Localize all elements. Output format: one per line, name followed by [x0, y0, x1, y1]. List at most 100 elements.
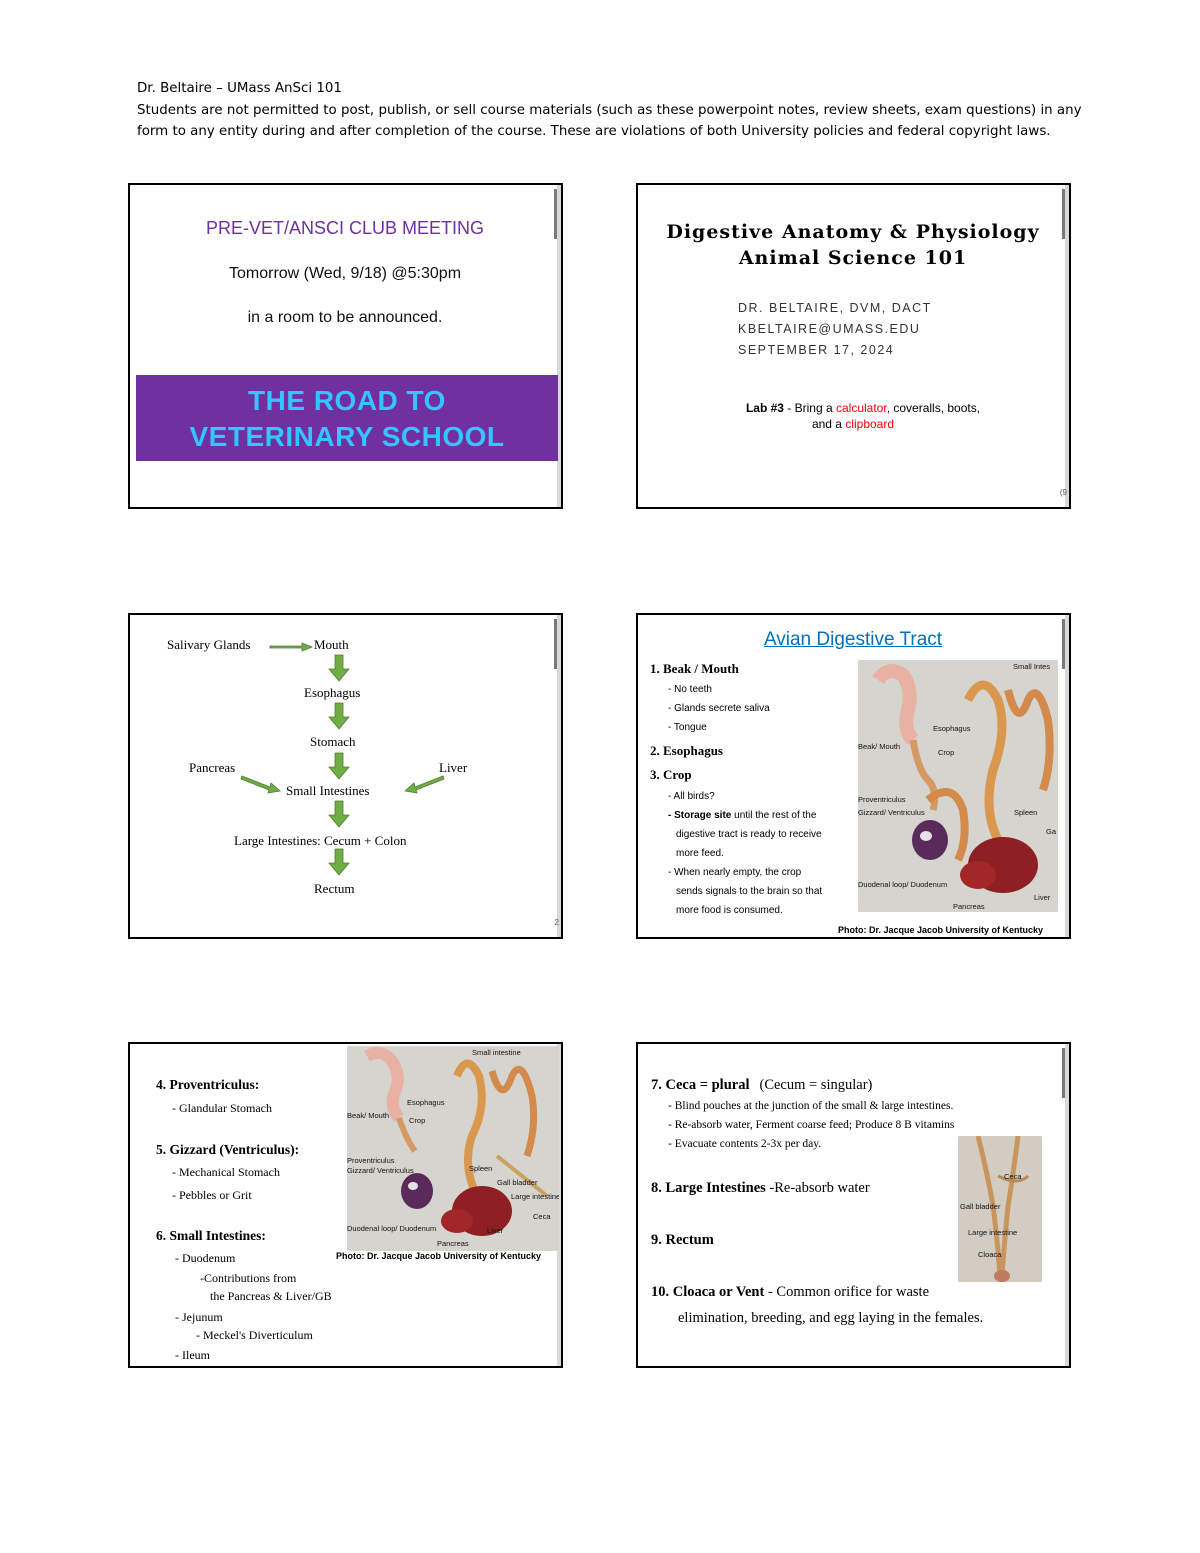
label-proventriculus-2: Proventriculus	[347, 1156, 395, 1165]
label-gall: Ga	[1046, 827, 1057, 836]
gizzard-bullet-1: - Mechanical Stomach	[172, 1165, 280, 1179]
slide-digestive-flow: Salivary Glands Mouth Esophagus Stomach …	[128, 613, 563, 939]
label-gall-bladder-3: Gall bladder	[960, 1202, 1001, 1211]
banner-line-1: THE ROAD TO	[248, 385, 446, 416]
heading-crop: 3. Crop	[650, 767, 692, 782]
slide-edge	[557, 1044, 561, 1366]
label-large-intestine-2: Large intestine	[511, 1192, 559, 1201]
heading-gizzard: 5. Gizzard (Ventriculus):	[156, 1142, 300, 1157]
node-small-intestines: Small Intestines	[286, 783, 370, 798]
slide-edge-marker	[554, 189, 557, 239]
avian-tract-illustration-2	[347, 1046, 559, 1251]
lab-calculator: calculator	[835, 401, 887, 415]
crop-bullet-3c: more food is consumed.	[676, 905, 783, 916]
provent-bullet: - Glandular Stomach	[172, 1101, 272, 1115]
label-spleen: Spleen	[1014, 808, 1038, 817]
node-mouth: Mouth	[314, 637, 349, 652]
label-duodenal-2: Duodenal loop/ Duodenum	[347, 1224, 437, 1233]
label-ceca-3: Ceca	[1004, 1172, 1022, 1181]
copyright-notice: Students are not permitted to post, publ…	[137, 102, 1082, 140]
beak-bullet-3: - Tongue	[668, 722, 707, 733]
avian-tract-illustration	[858, 660, 1058, 912]
lab-number: Lab #3	[745, 401, 784, 415]
arrow-mouth-esophagus	[328, 654, 350, 682]
label-pancreas-2: Pancreas	[437, 1239, 469, 1248]
beak-bullet-2: - Glands secrete saliva	[668, 703, 770, 714]
ceca-bullet-2: - Re-absorb water, Ferment coarse feed; …	[668, 1119, 955, 1131]
si-contributions: -Contributions from	[200, 1271, 297, 1285]
label-small-intestine-2: Small intestine	[472, 1048, 521, 1057]
label-gall-bladder-2: Gall bladder	[497, 1178, 538, 1187]
lecture-title-line-1: Digestive Anatomy & Physiology	[666, 221, 1040, 243]
slide-edge	[557, 615, 561, 937]
photo-credit: Photo: Dr. Jacque Jacob University of Ke…	[838, 925, 1044, 935]
label-esophagus-2: Esophagus	[407, 1098, 445, 1107]
crop-bullet-2b: digestive tract is ready to receive	[676, 829, 822, 840]
heading-ceca: 7. Ceca = plural(Cecum = singular)	[651, 1077, 872, 1094]
slide-ceca-cloaca: 7. Ceca = plural(Cecum = singular) - Bli…	[636, 1042, 1071, 1368]
arrow-esophagus-stomach	[328, 702, 350, 730]
label-spleen-2: Spleen	[469, 1164, 493, 1173]
slide-edge-marker	[1062, 619, 1065, 669]
photo-credit-2: Photo: Dr. Jacque Jacob University of Ke…	[336, 1251, 542, 1261]
node-liver: Liver	[439, 760, 468, 775]
heading-esophagus: 2. Esophagus	[650, 743, 723, 758]
avian-title: Avian Digestive Tract	[763, 629, 943, 650]
si-meckels: - Meckel's Diverticulum	[196, 1328, 313, 1342]
node-large-intestines: Large Intestines: Cecum + Colon	[234, 833, 407, 848]
crop-storage-rest: until the rest of the	[731, 810, 817, 821]
instructor-email: KBELTAIRE@UMASS.EDU	[738, 322, 921, 336]
lab-clipboard: clipboard	[845, 417, 895, 431]
si-pancreas-liver: the Pancreas & Liver/GB	[210, 1289, 332, 1303]
lecture-date: SEPTEMBER 17, 2024	[738, 343, 895, 357]
label-gizzard: Gizzard/ Ventriculus	[858, 808, 925, 817]
page-header: Dr. Beltaire – UMass AnSci 101 Students …	[137, 78, 1082, 143]
label-ceca-2: Ceca	[533, 1212, 551, 1221]
label-large-intestine-3: Large intestine	[968, 1228, 1018, 1237]
lab-text-a: - Bring a	[783, 401, 836, 415]
instructor-name: DR. BELTAIRE, DVM, DACT	[738, 301, 932, 315]
si-ileum: - Ileum	[175, 1348, 210, 1362]
beak-bullet-1: - No teeth	[668, 684, 712, 695]
label-crop-2: Crop	[409, 1116, 426, 1125]
cloaca-rest: - Common orifice for waste	[764, 1284, 930, 1300]
label-beak: Beak/ Mouth	[858, 742, 901, 751]
node-esophagus: Esophagus	[304, 685, 361, 700]
slide-number: (9	[1059, 488, 1067, 497]
crop-bullet-1: - All birds?	[668, 791, 715, 802]
heading-small-intestines: 6. Small Intestines:	[156, 1228, 266, 1243]
course-line: Dr. Beltaire – UMass AnSci 101	[137, 81, 342, 96]
arrow-liver-small	[404, 775, 445, 794]
node-stomach: Stomach	[310, 734, 356, 749]
lab-text-b: , coveralls, boots,	[886, 401, 981, 415]
heading-proventriculus: 4. Proventriculus:	[156, 1077, 260, 1092]
slide-stomach-intestines: Small intestine Esophagus Beak/ Mouth Cr…	[128, 1042, 563, 1368]
slide-edge	[1065, 185, 1069, 507]
lab-text-c: and a	[811, 417, 846, 431]
slide-edge	[1065, 615, 1069, 937]
slide-number: 2	[554, 918, 559, 927]
arrow-small-large	[328, 800, 350, 828]
ceca-bullet-3: - Evacuate contents 2-3x per day.	[668, 1138, 822, 1150]
ceca-photo: Ceca Gall bladder Large intestine Cloaca	[958, 1136, 1042, 1282]
lab-reminder: Lab #3 - Bring a calculator, coveralls, …	[648, 401, 1069, 416]
node-salivary-glands: Salivary Glands	[167, 637, 251, 652]
crop-bullet-3b: sends signals to the brain so that	[676, 886, 823, 897]
arrow-stomach-small	[328, 752, 350, 780]
slide-edge	[557, 185, 561, 507]
heading-rectum: 9. Rectum	[651, 1232, 714, 1248]
slide-edge	[1065, 1044, 1069, 1366]
si-duodenum: - Duodenum	[175, 1251, 236, 1265]
slide-edge-marker	[1062, 189, 1065, 239]
label-beak-2: Beak/ Mouth	[347, 1111, 390, 1120]
large-bold: 8. Large Intestines	[651, 1180, 766, 1196]
cloaca-line-2: elimination, breeding, and egg laying in…	[678, 1310, 984, 1326]
ceca-illustration	[958, 1136, 1042, 1282]
label-liver-2: Liver	[487, 1226, 504, 1235]
heading-beak: 1. Beak / Mouth	[650, 661, 739, 676]
crop-bullet-2: - Storage site until the rest of the	[668, 809, 816, 823]
label-gizzard-2: Gizzard/ Ventriculus	[347, 1166, 414, 1175]
heading-cloaca: 10. Cloaca or Vent - Common orifice for …	[651, 1284, 929, 1301]
label-crop: Crop	[938, 748, 955, 757]
cloaca-bold: 10. Cloaca or Vent	[651, 1284, 765, 1300]
